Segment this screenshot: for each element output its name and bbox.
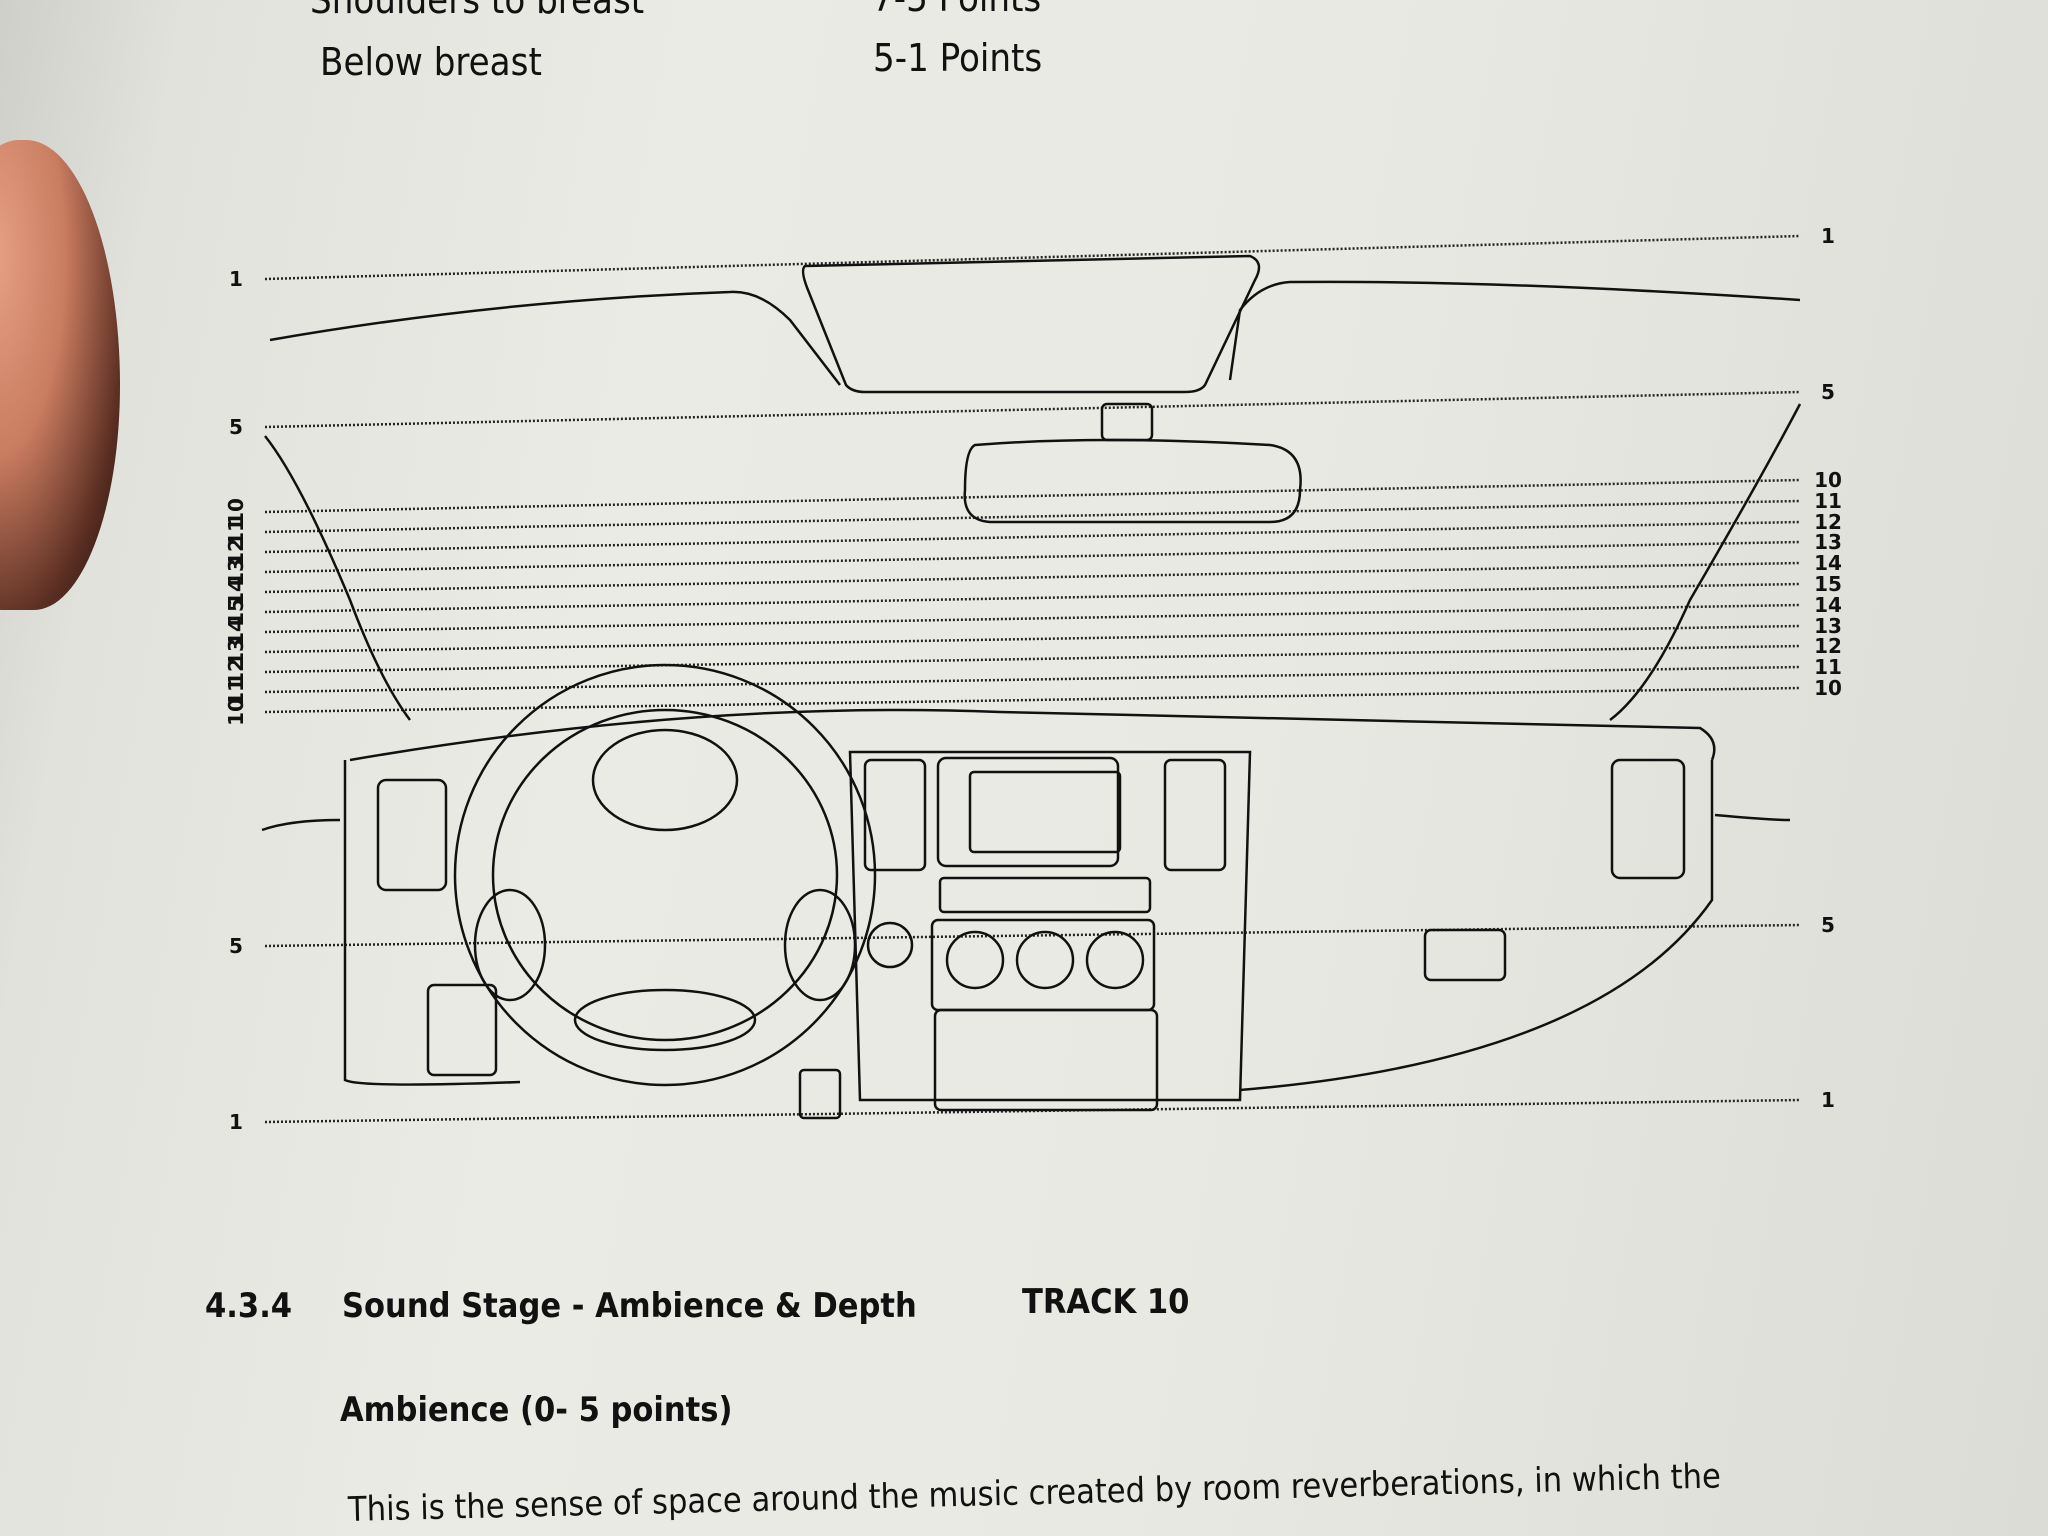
section-track: TRACK 10 <box>1022 1282 1190 1322</box>
right-height-label: 15 <box>1814 572 1842 596</box>
row-label-below-breast: Below breast <box>320 40 542 84</box>
left-height-label: 12 <box>224 658 248 686</box>
steering-wheel-outer <box>453 663 877 1087</box>
head-unit-screen <box>968 770 1122 854</box>
right-height-label: 13 <box>1814 614 1842 638</box>
left-height-label: 5 <box>229 934 243 958</box>
height-line <box>264 390 1801 429</box>
fuse-panel <box>426 983 498 1077</box>
height-line <box>264 624 1801 654</box>
left-height-label: 13 <box>224 638 248 666</box>
wheel-spoke-left <box>473 888 547 1002</box>
climate-knob-center <box>1015 930 1075 990</box>
door-line-right <box>1714 813 1791 822</box>
left-height-label: 14 <box>224 618 248 646</box>
height-line <box>264 686 1801 714</box>
height-scale-labels: 1155101011111212131314141515141413131212… <box>224 224 1842 1134</box>
cd-slot <box>938 876 1152 914</box>
steering-wheel-inner <box>491 708 839 1042</box>
height-line <box>264 478 1801 514</box>
left-height-label: 1 <box>229 1110 243 1134</box>
wheel-hub <box>573 988 757 1052</box>
vent-center-right <box>1163 758 1227 872</box>
pedal <box>798 1068 842 1120</box>
height-line <box>264 665 1801 694</box>
left-height-label: 13 <box>224 558 248 586</box>
center-stack <box>848 750 1252 1102</box>
left-height-label: 12 <box>224 538 248 566</box>
vent-center-left <box>863 758 927 872</box>
right-height-label: 5 <box>1821 380 1835 404</box>
instrument-cluster <box>591 728 739 832</box>
right-height-label: 11 <box>1814 655 1842 679</box>
section-number: 4.3.4 <box>205 1286 293 1326</box>
right-height-label: 1 <box>1821 1088 1835 1112</box>
vent-left <box>376 778 448 892</box>
glovebox-center <box>933 1008 1159 1112</box>
row-label-shoulders: Shoulders to breast <box>310 0 645 22</box>
head-unit <box>936 756 1120 868</box>
row-points-below-breast: 5-1 Points <box>873 36 1043 80</box>
ignition <box>866 921 914 969</box>
section-title: Sound Stage - Ambience & Depth <box>342 1286 917 1326</box>
left-height-label: 1 <box>229 267 243 291</box>
windshield-top <box>801 254 1261 394</box>
right-height-label: 12 <box>1814 510 1842 534</box>
dashboard-left <box>343 760 521 1086</box>
right-height-label: 10 <box>1814 676 1842 700</box>
left-height-label: 11 <box>224 678 248 706</box>
dashboard-right <box>1239 760 1714 1092</box>
right-height-label: 13 <box>1814 530 1842 554</box>
vent-right <box>1610 758 1686 880</box>
right-height-label: 10 <box>1814 468 1842 492</box>
door-line-left <box>261 818 341 832</box>
height-line <box>264 234 1801 281</box>
height-line <box>264 603 1801 634</box>
a-pillar-left <box>264 435 412 721</box>
windshield-right-frame <box>1228 280 1801 381</box>
right-height-label: 12 <box>1814 634 1842 658</box>
dashboard-top <box>349 708 1716 762</box>
left-height-label: 10 <box>224 698 248 726</box>
right-height-label: 11 <box>1814 489 1842 513</box>
right-height-label: 5 <box>1821 913 1835 937</box>
left-height-label: 11 <box>224 518 248 546</box>
climate-knob-left <box>945 930 1005 990</box>
climate-knob-right <box>1085 930 1145 990</box>
right-height-label: 1 <box>1821 224 1835 248</box>
left-height-label: 10 <box>224 498 248 526</box>
right-height-label: 14 <box>1814 593 1842 617</box>
dashboard-drawing <box>261 254 1802 1120</box>
right-height-label: 14 <box>1814 551 1842 575</box>
row-points-shoulders: 7-5 Points <box>872 0 1041 20</box>
mirror-mount <box>1100 402 1154 442</box>
rearview-mirror <box>963 438 1302 524</box>
left-height-label: 15 <box>224 598 248 626</box>
windshield-left-frame <box>269 290 841 386</box>
left-height-label: 14 <box>224 578 248 606</box>
height-line <box>264 644 1801 674</box>
glovebox-latch <box>1423 928 1507 982</box>
a-pillar-right <box>1609 403 1802 721</box>
left-height-label: 5 <box>229 415 243 439</box>
section-subheading: Ambience (0- 5 points) <box>340 1390 733 1430</box>
